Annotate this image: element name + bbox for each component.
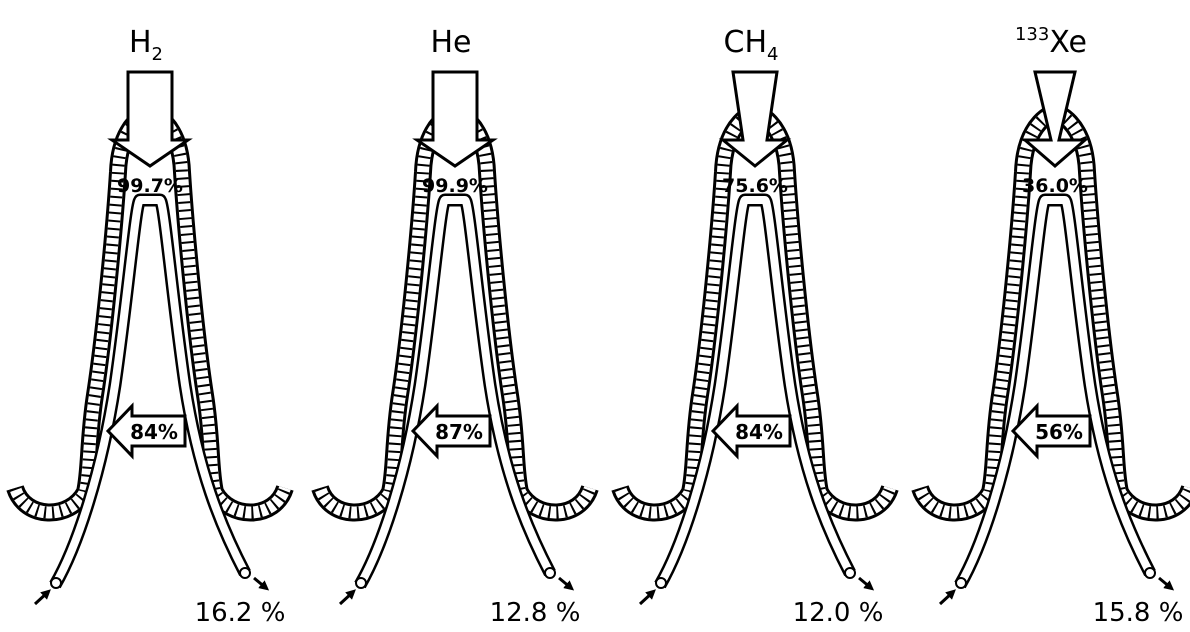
tissue-wall [15, 112, 285, 513]
tissue-wall [620, 112, 890, 513]
tissue-wall [320, 112, 590, 513]
gas-label: He [430, 25, 471, 60]
panel-1: H2 99.7% 84% [15, 25, 285, 604]
tube-inlet [956, 578, 966, 588]
tube-outlet [1145, 568, 1155, 578]
tissue-wall-stripes [620, 112, 890, 513]
tube-inlet [51, 578, 61, 588]
gas-label-main: H [129, 25, 152, 60]
tissue-wall-inner [15, 112, 285, 513]
tissue-wall-inner [320, 112, 590, 513]
transfer-percent: 56% [1035, 420, 1083, 444]
transfer-percent: 84% [130, 420, 178, 444]
panel-4: 133Xe 36.0% 56% [920, 24, 1190, 604]
gas-label-main: Xe [1049, 25, 1087, 60]
inflow-arrow-icon [340, 592, 353, 604]
inflow-arrow-icon [35, 592, 48, 604]
tube-inlet [656, 578, 666, 588]
transfer-percent: 84% [735, 420, 783, 444]
gas-label-main: CH [724, 25, 768, 60]
tissue-wall-stripes [320, 112, 590, 513]
tissue-wall-inner [920, 112, 1190, 513]
outflow-percent: 15.8 % [1093, 598, 1184, 628]
gas-label-sub: 2 [152, 44, 163, 65]
panel-2: He 99.9% 87% [320, 25, 590, 604]
inflow-arrow-icon [640, 592, 653, 604]
transfer-percent: 87% [435, 420, 483, 444]
outflow-percent: 12.0 % [793, 598, 884, 628]
outflow-arrow-icon [859, 578, 871, 588]
uptake-percent: 99.7% [117, 175, 183, 197]
gas-label: 133Xe [1015, 24, 1087, 60]
tube-outlet [240, 568, 250, 578]
outflow-arrow-icon [559, 578, 571, 588]
gas-label: CH4 [724, 25, 779, 65]
gas-label-sup: 133 [1015, 24, 1049, 45]
gas-label-main: He [430, 25, 471, 60]
gas-label: H2 [129, 25, 163, 65]
uptake-percent: 99.9% [422, 175, 488, 197]
uptake-percent: 75.6% [722, 175, 788, 197]
gas-label-sub: 4 [767, 44, 778, 65]
inflow-arrow-icon [940, 592, 953, 604]
panel-3: CH4 75.6% 84% [620, 25, 890, 604]
tube-inlet [356, 578, 366, 588]
uptake-percent: 36.0% [1022, 175, 1088, 197]
outflow-percent: 16.2 % [195, 598, 286, 628]
outflow-percent: 12.8 % [490, 598, 581, 628]
outflow-arrow-icon [1159, 578, 1171, 588]
tissue-wall-inner [620, 112, 890, 513]
tissue-wall-stripes [920, 112, 1190, 513]
outflow-arrow-icon [254, 578, 266, 588]
tube-outlet [845, 568, 855, 578]
tissue-wall-stripes [15, 112, 285, 513]
tissue-wall [920, 112, 1190, 513]
tube-outlet [545, 568, 555, 578]
